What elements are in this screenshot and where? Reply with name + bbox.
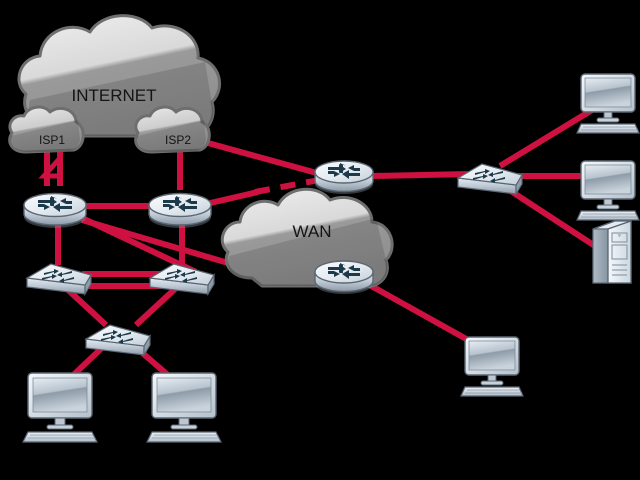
link-swleft-access xyxy=(63,285,109,328)
cloud-label-wan: WAN xyxy=(292,222,331,241)
router-isp1[interactable] xyxy=(23,192,87,229)
switch-left[interactable] xyxy=(25,263,92,297)
switch-access[interactable] xyxy=(84,324,151,358)
cloud-isp2 xyxy=(134,105,211,154)
link-swright-access xyxy=(133,285,179,328)
pc-remote-mid[interactable] xyxy=(576,160,640,221)
cloud-isp1 xyxy=(8,105,85,154)
link-isp1-router xyxy=(38,152,63,186)
link-layer xyxy=(38,107,600,385)
pc-mid[interactable] xyxy=(146,372,222,443)
link-wanrouter-swremote xyxy=(371,171,471,179)
pc-left[interactable] xyxy=(22,372,98,443)
switch-remote[interactable] xyxy=(456,163,523,197)
pc-remote-top[interactable] xyxy=(576,73,640,134)
pc-branch[interactable] xyxy=(460,336,524,397)
router-isp2[interactable] xyxy=(148,192,212,229)
server-remote[interactable] xyxy=(592,220,632,284)
link-swremote-pctop xyxy=(498,107,594,169)
link-router2-wan xyxy=(205,189,259,207)
link-swremote-server xyxy=(498,181,600,251)
router-wan-bottom[interactable] xyxy=(314,260,374,294)
cloud-label-isp1: ISP1 xyxy=(39,133,65,147)
switch-right[interactable] xyxy=(148,263,215,297)
cloud-label-isp2: ISP2 xyxy=(165,133,191,147)
router-wan-top[interactable] xyxy=(314,160,374,194)
link-isp2-wanrouter xyxy=(207,140,325,178)
link-router1-wan xyxy=(81,217,253,273)
cloud-label-internet: INTERNET xyxy=(72,86,157,105)
